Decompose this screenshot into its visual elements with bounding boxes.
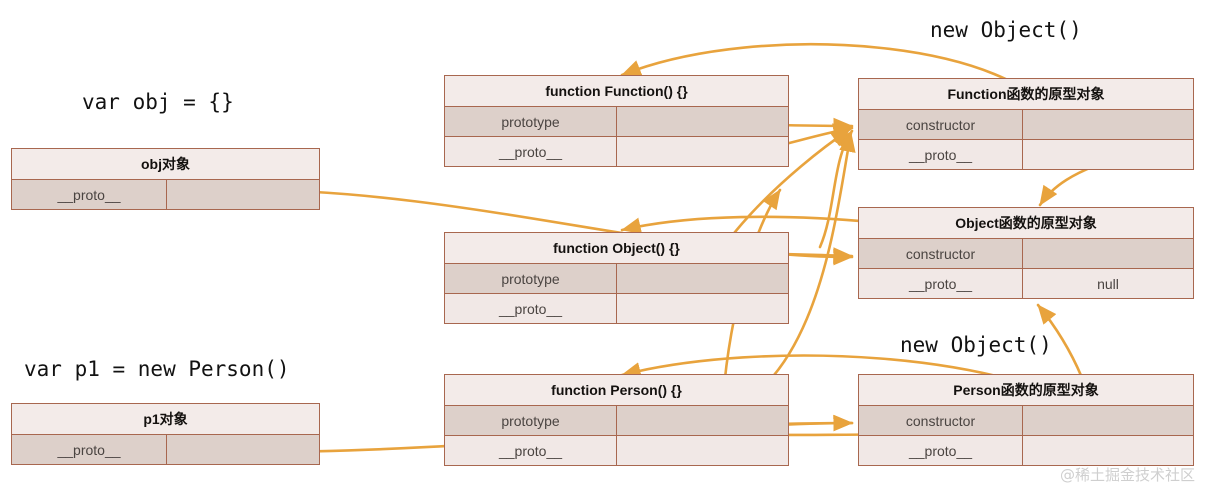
box-obj-row-proto: __proto__	[12, 179, 319, 209]
box-function-proto-key-constructor: constructor	[859, 110, 1023, 139]
box-function-fn-value-prototype	[617, 107, 788, 136]
box-person-fn-value-proto	[617, 436, 788, 465]
box-object-proto-key-proto: __proto__	[859, 269, 1023, 298]
box-person-fn: function Person() {} prototype __proto__	[444, 374, 789, 466]
box-function-fn-row-prototype: prototype	[445, 106, 788, 136]
box-object-fn-header: function Object() {}	[445, 233, 788, 263]
box-person-proto-value-constructor	[1023, 406, 1193, 435]
box-object-fn-row-prototype: prototype	[445, 263, 788, 293]
box-object-fn-value-prototype	[617, 264, 788, 293]
box-object-fn-row-proto: __proto__	[445, 293, 788, 323]
arrow-object-fn-to-function-proto	[818, 129, 854, 249]
box-p1: p1对象 __proto__	[11, 403, 320, 465]
box-p1-value-proto	[167, 435, 319, 464]
box-person-fn-row-proto: __proto__	[445, 435, 788, 465]
box-object-proto: Object函数的原型对象 constructor __proto__ null	[858, 207, 1194, 299]
box-person-proto-row-constructor: constructor	[859, 405, 1193, 435]
box-person-proto-value-proto	[1023, 436, 1193, 465]
box-function-proto-row-proto: __proto__	[859, 139, 1193, 169]
box-object-proto-value-constructor	[1023, 239, 1193, 268]
box-p1-key-proto: __proto__	[12, 435, 167, 464]
box-function-proto-value-proto	[1023, 140, 1193, 169]
box-obj-header: obj对象	[12, 149, 319, 179]
box-function-proto-value-constructor	[1023, 110, 1193, 139]
box-object-proto-row-constructor: constructor	[859, 238, 1193, 268]
box-function-proto: Function函数的原型对象 constructor __proto__	[858, 78, 1194, 170]
caption-new-object-top: new Object()	[930, 18, 1082, 42]
box-person-fn-row-prototype: prototype	[445, 405, 788, 435]
box-object-proto-header: Object函数的原型对象	[859, 208, 1193, 238]
box-person-proto-header: Person函数的原型对象	[859, 375, 1193, 405]
box-obj-value-proto	[167, 180, 319, 209]
box-function-proto-key-proto: __proto__	[859, 140, 1023, 169]
box-obj-key-proto: __proto__	[12, 180, 167, 209]
box-person-fn-key-prototype: prototype	[445, 406, 617, 435]
box-function-fn-key-prototype: prototype	[445, 107, 617, 136]
box-object-proto-key-constructor: constructor	[859, 239, 1023, 268]
box-person-proto-row-proto: __proto__	[859, 435, 1193, 465]
box-function-fn-header: function Function() {}	[445, 76, 788, 106]
box-object-proto-value-proto: null	[1097, 275, 1119, 292]
caption-new-object-bottom: new Object()	[900, 333, 1052, 357]
box-function-proto-header: Function函数的原型对象	[859, 79, 1193, 109]
box-person-proto-key-constructor: constructor	[859, 406, 1023, 435]
box-function-fn-value-proto	[617, 137, 788, 166]
box-object-fn-key-prototype: prototype	[445, 264, 617, 293]
box-object-fn: function Object() {} prototype __proto__	[444, 232, 789, 324]
box-object-fn-value-proto	[617, 294, 788, 323]
watermark: @稀土掘金技术社区	[1059, 466, 1195, 484]
box-p1-row-proto: __proto__	[12, 434, 319, 464]
box-function-proto-row-constructor: constructor	[859, 109, 1193, 139]
caption-var-obj: var obj = {}	[82, 90, 234, 114]
box-person-proto: Person函数的原型对象 constructor __proto__	[858, 374, 1194, 466]
box-person-fn-value-prototype	[617, 406, 788, 435]
box-p1-header: p1对象	[12, 404, 319, 434]
box-function-fn-row-proto: __proto__	[445, 136, 788, 166]
box-function-fn-key-proto: __proto__	[445, 137, 617, 166]
box-object-proto-row-proto: __proto__ null	[859, 268, 1193, 298]
caption-var-p1: var p1 = new Person()	[24, 357, 290, 381]
box-person-fn-header: function Person() {}	[445, 375, 788, 405]
box-obj: obj对象 __proto__	[11, 148, 320, 210]
box-function-fn: function Function() {} prototype __proto…	[444, 75, 789, 167]
box-person-fn-key-proto: __proto__	[445, 436, 617, 465]
box-object-fn-key-proto: __proto__	[445, 294, 617, 323]
box-person-proto-key-proto: __proto__	[859, 436, 1023, 465]
